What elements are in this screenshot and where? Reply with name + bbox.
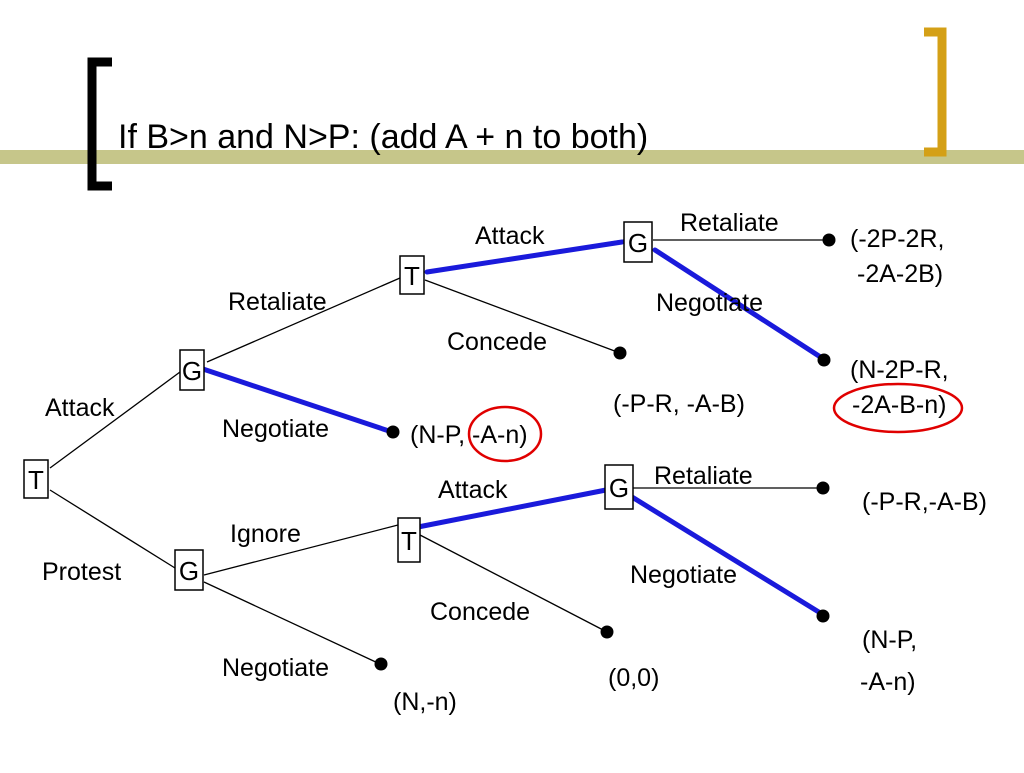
right-bracket	[924, 27, 947, 157]
terminal-dot	[817, 353, 831, 367]
terminal-dot	[374, 657, 388, 671]
terminal-dot	[600, 625, 614, 639]
terminal-dot	[816, 609, 830, 623]
edge-labels: Attack Protest Retaliate Negotiate Attac…	[42, 209, 779, 682]
label-attack-lower: Attack	[438, 476, 508, 504]
terminal-dot	[816, 481, 830, 495]
best-t-lower-attack	[410, 487, 609, 531]
payoff-upper-retaliate-line1: (-2P-2R,	[850, 225, 944, 253]
best-g-upper-negotiate	[197, 365, 395, 435]
payoff-lower-negotiate-line1: (N-P,	[862, 626, 917, 654]
label-negotiate-upper-right: Negotiate	[656, 289, 763, 317]
label-ignore-lower: Ignore	[230, 520, 301, 548]
label-attack-upper: Attack	[475, 222, 545, 250]
payoff-upper-concede: (-P-R, -A-B)	[613, 390, 745, 418]
payoff-lower-retaliate: (-P-R,-A-B)	[862, 488, 987, 516]
node-g-lower-right: G	[604, 464, 634, 510]
terminal-dot	[386, 425, 400, 439]
label-attack: Attack	[45, 394, 115, 422]
label-concede-upper: Concede	[447, 328, 547, 356]
node-root-label: T	[28, 465, 44, 495]
best-g-lower-right-negotiate	[629, 494, 825, 617]
title-bar	[0, 150, 1024, 164]
payoff-upper-negotiate-line1: (N-2P-R,	[850, 356, 949, 384]
node-g-lower-label: G	[179, 556, 199, 586]
node-g-lower-right-label: G	[609, 473, 629, 503]
node-g-lower: G	[174, 549, 204, 591]
edge-g-lower-ignore	[203, 524, 399, 576]
label-negotiate-lower: Negotiate	[222, 654, 329, 682]
node-g-upper-right-label: G	[628, 228, 648, 258]
left-bracket	[87, 57, 112, 191]
edge-root-attack	[49, 371, 181, 469]
edge-t-lower-concede	[419, 534, 608, 633]
node-t-upper-label: T	[404, 261, 420, 291]
terminal-dots	[374, 233, 836, 671]
label-negotiate-upper: Negotiate	[222, 415, 329, 443]
label-negotiate-lower-right: Negotiate	[630, 561, 737, 589]
node-root: T	[23, 459, 49, 499]
highlight-upper-g-negotiate	[467, 405, 543, 463]
label-retaliate-lower-right: Retaliate	[654, 462, 753, 490]
edge-root-protest	[49, 489, 176, 569]
node-g-upper-right: G	[623, 221, 653, 263]
terminal-dot	[613, 346, 627, 360]
label-retaliate-upper: Retaliate	[228, 288, 327, 316]
slide-title: If B>n and N>P: (add A + n to both)	[118, 118, 649, 156]
optimal-path	[197, 239, 825, 617]
payoff-lower-g-negotiate: (N,-n)	[393, 688, 457, 716]
payoff-lower-negotiate-line2: -A-n)	[860, 668, 916, 696]
edge-g-upper-retaliate	[206, 277, 401, 363]
best-g-upper-right-negotiate	[652, 247, 825, 361]
terminal-dot	[822, 233, 836, 247]
node-t-lower: T	[397, 517, 421, 563]
node-g-upper: G	[179, 349, 205, 391]
payoff-upper-retaliate-line2: -2A-2B)	[857, 260, 943, 288]
payoff-upper-negotiate-line2: -2A-B-n)	[852, 391, 946, 419]
best-t-upper-attack	[424, 239, 625, 275]
node-g-upper-label: G	[182, 356, 202, 386]
edge-t-upper-concede	[424, 279, 621, 354]
payoffs: (-2P-2R, -2A-2B) (N-2P-R, -2A-B-n) (-P-R…	[393, 225, 987, 716]
label-retaliate-upper-right: Retaliate	[680, 209, 779, 237]
payoff-lower-concede: (0,0)	[608, 664, 659, 692]
label-concede-lower: Concede	[430, 598, 530, 626]
node-t-upper: T	[399, 255, 425, 295]
highlight-upper-right-negotiate	[832, 382, 964, 434]
label-protest: Protest	[42, 558, 121, 586]
node-t-lower-label: T	[401, 526, 417, 556]
edge-g-lower-negotiate	[203, 581, 381, 665]
